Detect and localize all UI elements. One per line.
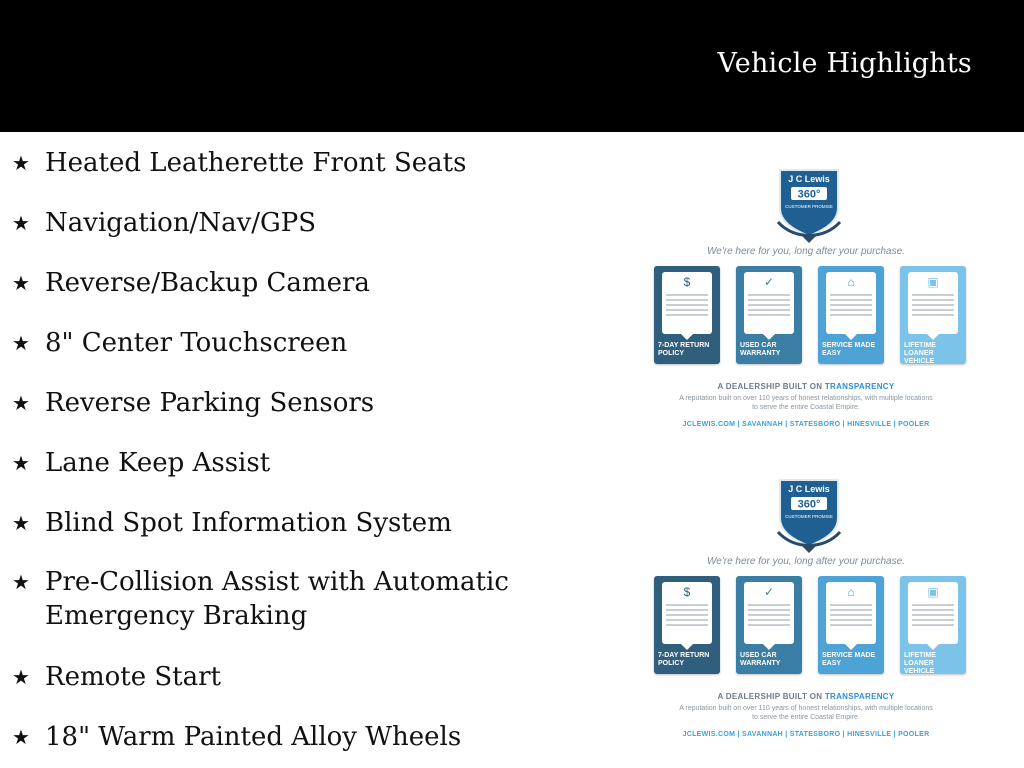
card-label: LIFETIME LOANER VEHICLE [904,652,936,675]
promo-subtext: A reputation built on over 110 years of … [679,705,933,721]
highlight-text: Pre-Collision Assist with Automatic Emer… [45,565,565,633]
highlight-text-line1: Pre-Collision Assist with Automatic [45,567,509,597]
promo-heading: A DEALERSHIP BUILT ON TRANSPARENCY [717,692,895,701]
highlight-text: Lane Keep Assist [45,448,271,478]
card-bubble: ✓ [744,582,794,650]
badge-caption: CUSTOMER PROMISE [785,514,833,519]
highlight-text: 8" Center Touchscreen [45,328,348,358]
card-label: LIFETIME LOANER VEHICLE [904,342,936,365]
star-icon: ★ [12,665,30,689]
card-label: USED CAR WARRANTY [740,652,781,667]
highlight-text: 18" Warm Painted Alloy Wheels [45,722,462,752]
promo-card: ▣ LIFETIME LOANER VEHICLE [900,266,966,365]
star-icon: ★ [12,331,30,355]
list-item: ★ Pre-Collision Assist with Automatic Em… [12,565,572,635]
promo-locations: JCLEWIS.COM | SAVANNAH | STATESBORO | HI… [682,731,930,738]
card-bubble: ✓ [744,272,794,340]
loaner-icon: ▣ [927,585,939,599]
promo-tagline: We're here for you, long after your purc… [707,556,905,567]
highlight-text-line2: Emergency Braking [45,601,308,631]
promo-graphic: J C Lewis 360° CUSTOMER PROMISE We're he… [648,166,966,436]
card-label: 7-DAY RETURN POLICY [658,652,710,667]
star-icon: ★ [12,451,30,475]
badge-brand: J C Lewis [788,484,830,494]
highlight-text: Reverse/Backup Camera [45,268,370,298]
promo-card: $ 7-DAY RETURN POLICY [654,576,720,674]
badge-brand: J C Lewis [788,174,830,184]
page-title: Vehicle Highlights [717,48,972,79]
dollar-icon: $ [683,275,691,289]
promo-cards: $ 7-DAY RETURN POLICY ✓ USED CAR WARRANT… [654,266,966,366]
promo-card: ⌂ SERVICE MADE EASY [818,576,884,674]
star-icon: ★ [12,570,30,594]
loaner-icon: ▣ [927,275,939,289]
promo-card: ✓ USED CAR WARRANTY [736,266,802,364]
promo-cards: $ 7-DAY RETURN POLICY ✓ USED CAR WARRANT… [654,576,966,676]
card-bubble: ⌂ [826,582,876,650]
star-icon: ★ [12,725,30,749]
highlights-list: ★ Heated Leatherette Front Seats ★ Navig… [0,132,600,768]
promo-tagline: We're here for you, long after your purc… [707,246,905,257]
car-icon: ⌂ [847,585,855,599]
card-bubble: ▣ [908,272,958,340]
star-icon: ★ [12,211,30,235]
header-bar: Vehicle Highlights [0,0,1024,132]
promo-card: ⌂ SERVICE MADE EASY [818,266,884,364]
card-label: USED CAR WARRANTY [740,342,781,357]
promo-card: $ 7-DAY RETURN POLICY [654,266,720,364]
promo-heading: A DEALERSHIP BUILT ON TRANSPARENCY [717,382,895,391]
promo-subtext: A reputation built on over 110 years of … [679,395,933,411]
card-bubble: $ [662,272,712,340]
card-label: 7-DAY RETURN POLICY [658,342,710,357]
dollar-icon: $ [683,585,691,599]
highlight-text: Heated Leatherette Front Seats [45,148,467,178]
promo-graphic: J C Lewis 360° CUSTOMER PROMISE We're he… [648,476,966,746]
ribbon-icon: ✓ [763,585,775,599]
promo-card: ✓ USED CAR WARRANTY [736,576,802,674]
badge-caption: CUSTOMER PROMISE [785,204,833,209]
shield-logo: J C Lewis 360° CUSTOMER PROMISE [776,169,842,243]
highlight-text: Remote Start [45,662,222,692]
promo-card: ▣ LIFETIME LOANER VEHICLE [900,576,966,675]
car-icon: ⌂ [847,275,855,289]
card-bubble: ▣ [908,582,958,650]
shield-logo: J C Lewis 360° CUSTOMER PROMISE [776,479,842,553]
badge-number: 360° [798,499,821,511]
highlight-text: Reverse Parking Sensors [45,388,375,418]
star-icon: ★ [12,511,30,535]
card-bubble: $ [662,582,712,650]
promo-locations: JCLEWIS.COM | SAVANNAH | STATESBORO | HI… [682,421,930,428]
badge-number: 360° [798,189,821,201]
star-icon: ★ [12,151,30,175]
card-label: SERVICE MADE EASY [822,342,876,357]
star-icon: ★ [12,391,30,415]
highlight-text: Navigation/Nav/GPS [45,208,317,238]
star-icon: ★ [12,271,30,295]
highlight-text: Blind Spot Information System [45,508,452,538]
card-label: SERVICE MADE EASY [822,652,876,667]
ribbon-icon: ✓ [763,275,775,289]
card-bubble: ⌂ [826,272,876,340]
